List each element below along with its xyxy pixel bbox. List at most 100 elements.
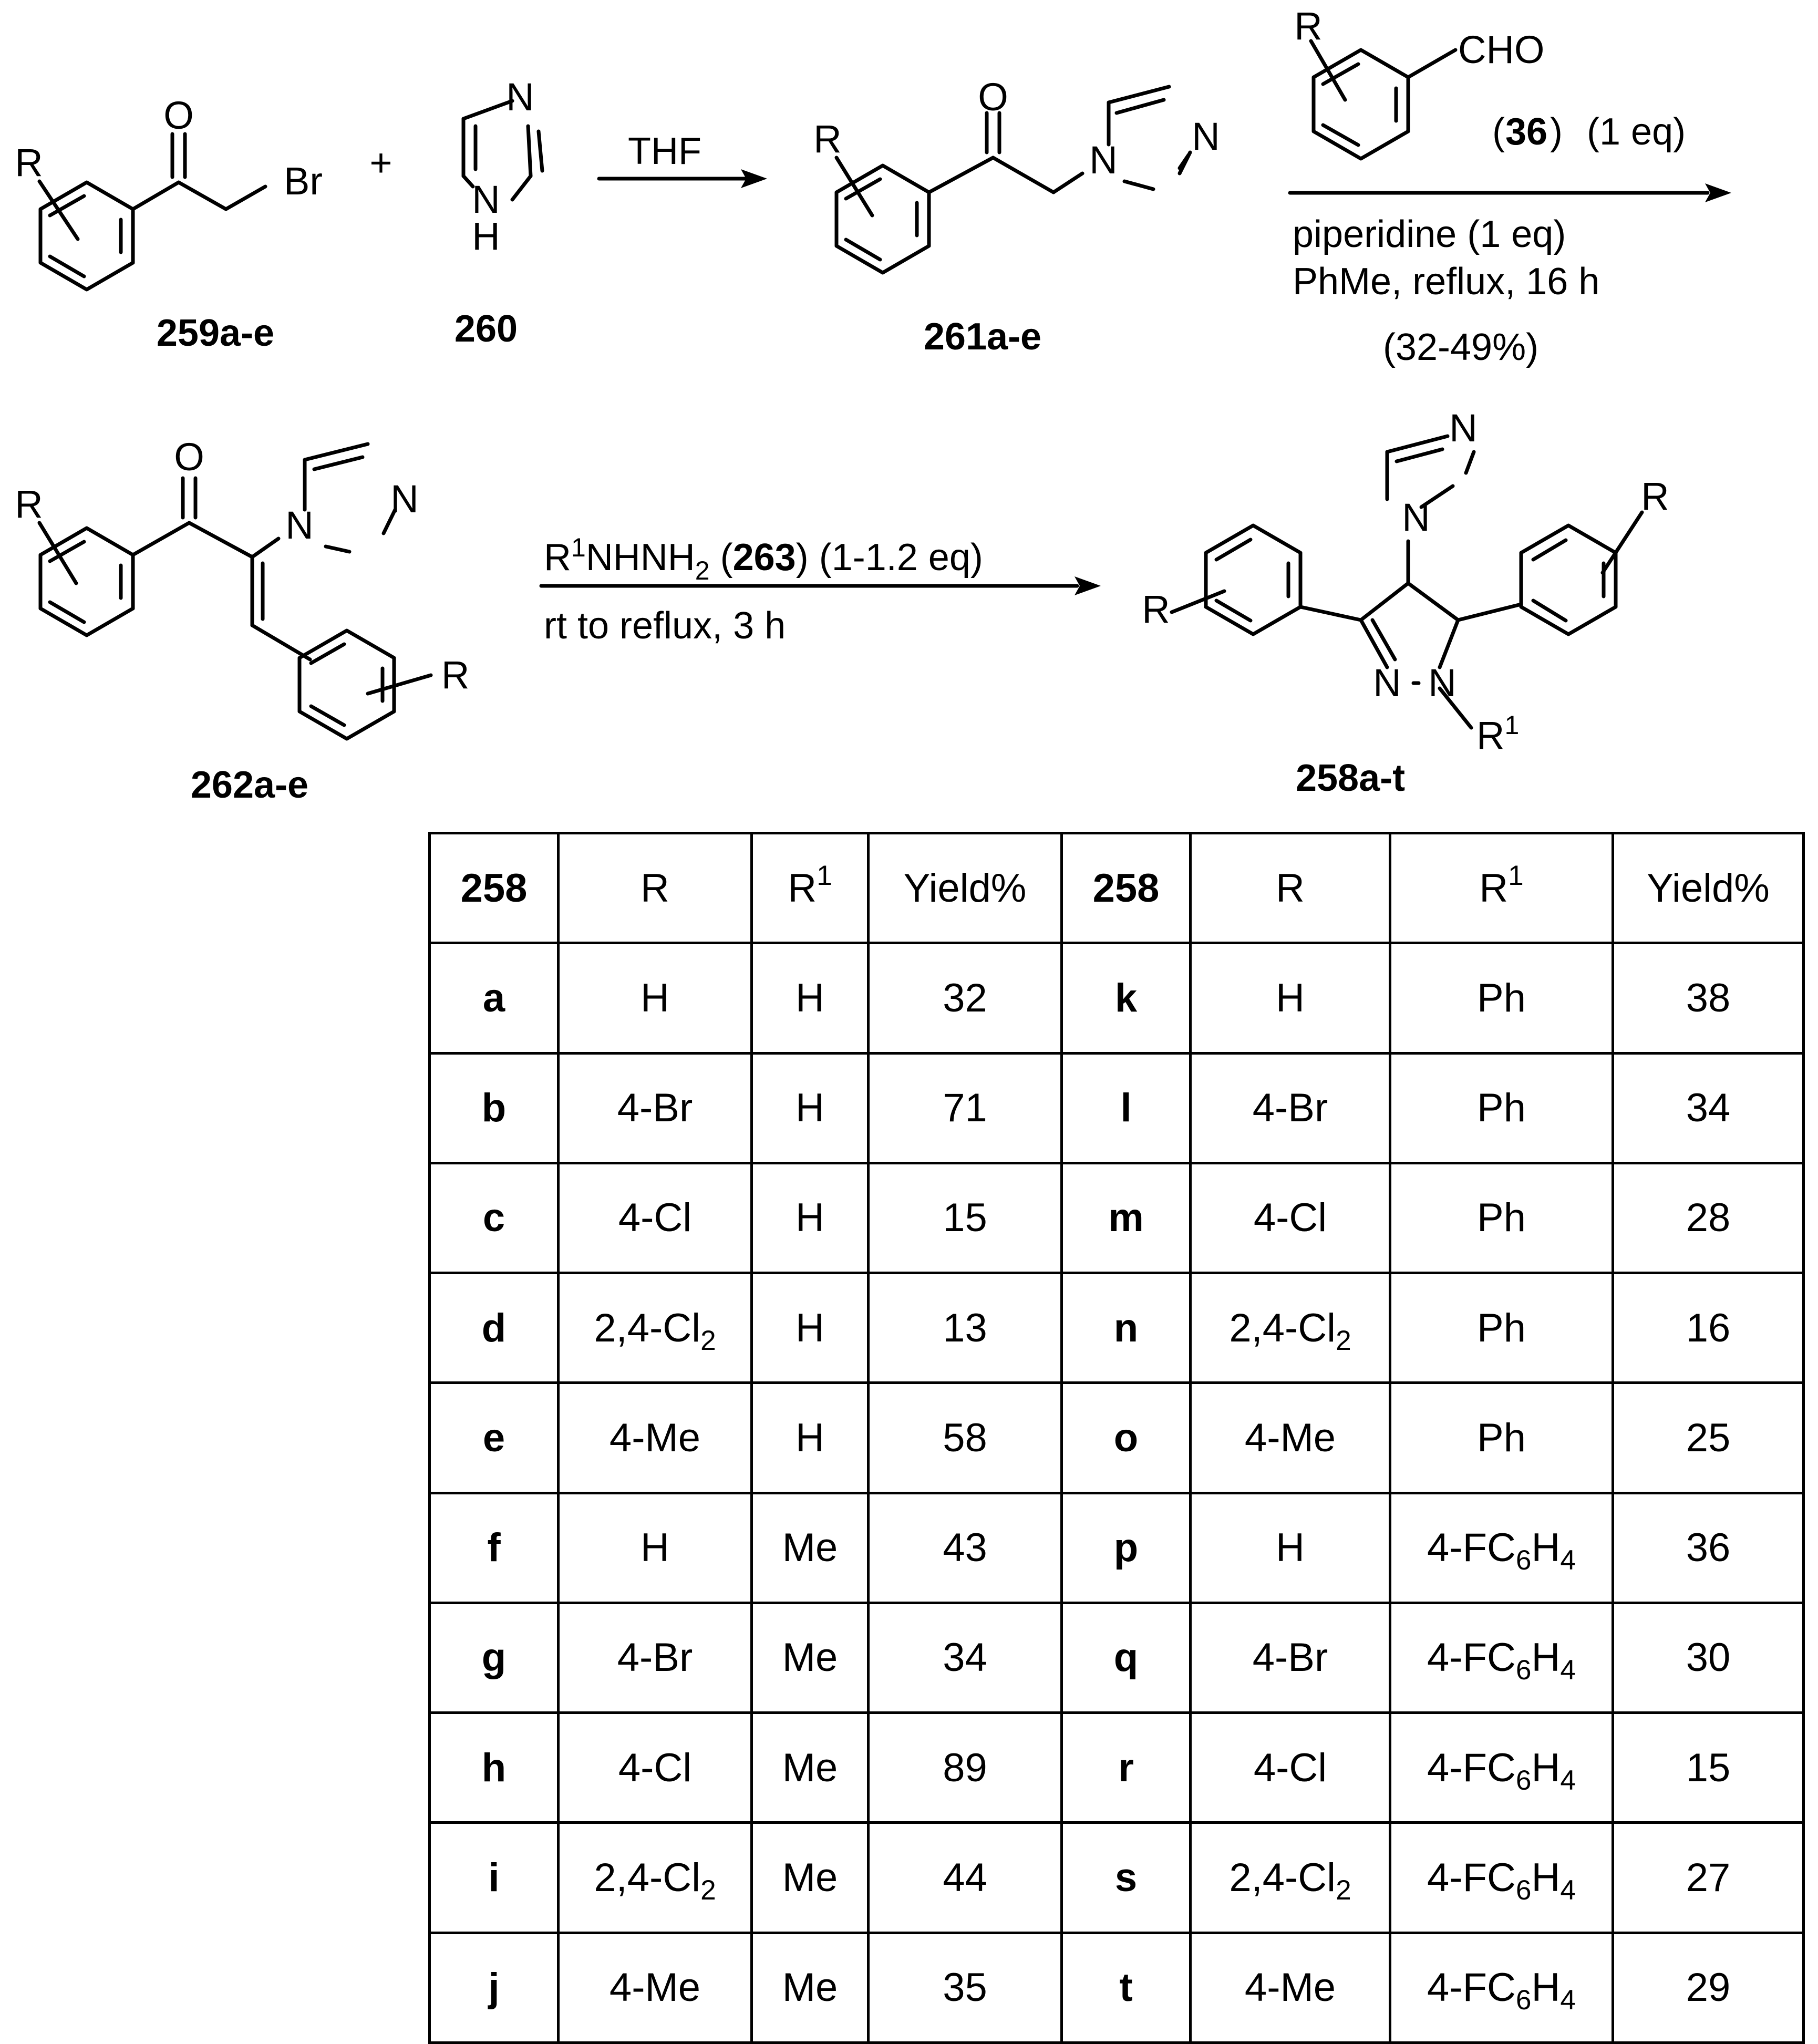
table-header-cell: Yield% [867,831,1063,945]
table-cell: 28 [1612,1161,1805,1275]
compound-label-262: 262a-e [191,764,308,806]
table-cell: Me [750,1711,870,1824]
reagent-THF: THF [628,130,701,172]
atom-R: R [813,117,841,161]
atom-O: O [978,75,1008,119]
structure-36: CHO R ( 36 ) (1 eq) [1294,4,1686,161]
reaction-arrow-3: R1NHNH2 (263) (1-1.2 eq) rt to reflux, 3… [539,533,1101,647]
atom-N-ring-a: N [1373,661,1401,705]
table-header-cell: 258 [1060,831,1192,945]
compound-id-cell: c [428,1161,560,1275]
table-cell: 43 [867,1491,1063,1604]
table-cell: 16 [1612,1272,1805,1385]
table-header-cell: 258 [428,831,560,945]
table-cell: 4-FC6H4 [1389,1601,1614,1715]
atom-H: H [472,214,500,258]
compound-id-cell: i [428,1821,560,1934]
compound-id-cell: p [1060,1491,1192,1604]
table-cell: 4-Br [1189,1051,1391,1164]
aldehyde-CHO: CHO [1458,28,1544,71]
atom-R: R [15,141,43,184]
conditions-step3: rt to reflux, 3 h [544,605,786,647]
atom-Br: Br [284,159,323,203]
table-cell: Me [750,1821,870,1934]
table-cell: 4-Me [557,1381,753,1494]
compound-id-cell: j [428,1931,560,2044]
table-cell: 29 [1612,1931,1805,2044]
atom-N: N [506,75,534,119]
atom-R: R [1142,587,1170,631]
atom-R-2: R [1641,474,1669,518]
compound-id-cell: f [428,1491,560,1604]
table-cell: Me [750,1601,870,1715]
reaction-arrow-1: THF [597,130,767,188]
compound-id-cell: r [1060,1711,1192,1824]
table-cell: 2,4-Cl2 [557,1272,753,1385]
table-cell: 4-Me [1189,1381,1391,1494]
reaction-arrow-2: piperidine (1 eq) PhMe, reflux, 16 h (32… [1288,183,1731,368]
compound-label-259: 259a-e [157,312,274,354]
table-cell: 4-Cl [557,1711,753,1824]
atom-N-ring-b: N [1428,661,1456,705]
table-cell: 4-Cl [1189,1711,1391,1824]
compound-label-258: 258a-t [1296,757,1405,799]
compound-id-cell: e [428,1381,560,1494]
structure-261: O N N R 261a-e [813,75,1220,358]
aldehyde-equiv: (1 eq) [1587,111,1686,153]
table-cell: 4-FC6H4 [1389,1491,1614,1604]
table-cell: 4-Cl [1189,1161,1391,1275]
table-cell: 89 [867,1711,1063,1824]
compound-id-cell: b [428,1051,560,1164]
table-header-cell: R [557,831,753,945]
table-cell: Me [750,1491,870,1604]
table-cell: Me [750,1931,870,2044]
table-cell: H [1189,1491,1391,1604]
table-cell: 27 [1612,1821,1805,1934]
aldehyde-paren-close: ) [1550,111,1563,153]
table-header-cell: R1 [750,831,870,945]
atom-N1: N [285,503,313,547]
table-cell: 58 [867,1381,1063,1494]
atom-R: R [15,482,43,526]
atom-R: R [1294,4,1322,48]
plus-sign: + [369,141,392,184]
table-cell: 4-Br [1189,1601,1391,1715]
table-header-cell: Yield% [1612,831,1805,945]
table-cell: H [750,1161,870,1275]
table-cell: H [1189,942,1391,1055]
compound-id-cell: a [428,942,560,1055]
table-header-cell: R [1189,831,1391,945]
aldehyde-id: 36 [1505,111,1547,153]
table-cell: Ph [1389,1272,1614,1385]
table-cell: Ph [1389,1161,1614,1275]
table-cell: 4-FC6H4 [1389,1931,1614,2044]
atom-NH: N [472,178,500,221]
compound-id-cell: g [428,1601,560,1715]
table-cell: Ph [1389,942,1614,1055]
table-cell: H [750,942,870,1055]
table-cell: 36 [1612,1491,1805,1604]
compound-id-cell: q [1060,1601,1192,1715]
table-cell: 71 [867,1051,1063,1164]
table-cell: H [557,1491,753,1604]
atom-N1: N [1402,495,1430,539]
table-cell: 2,4-Cl2 [1189,1272,1391,1385]
table-cell: 25 [1612,1381,1805,1494]
table-cell: Ph [1389,1381,1614,1494]
compound-id-cell: l [1060,1051,1192,1164]
table-header-cell: R1 [1389,831,1614,945]
table-cell: 2,4-Cl2 [1189,1821,1391,1934]
reaction-scheme: O Br R 259a-e + N N H 260 THF [15,4,1731,806]
atom-R-2: R [441,653,469,697]
